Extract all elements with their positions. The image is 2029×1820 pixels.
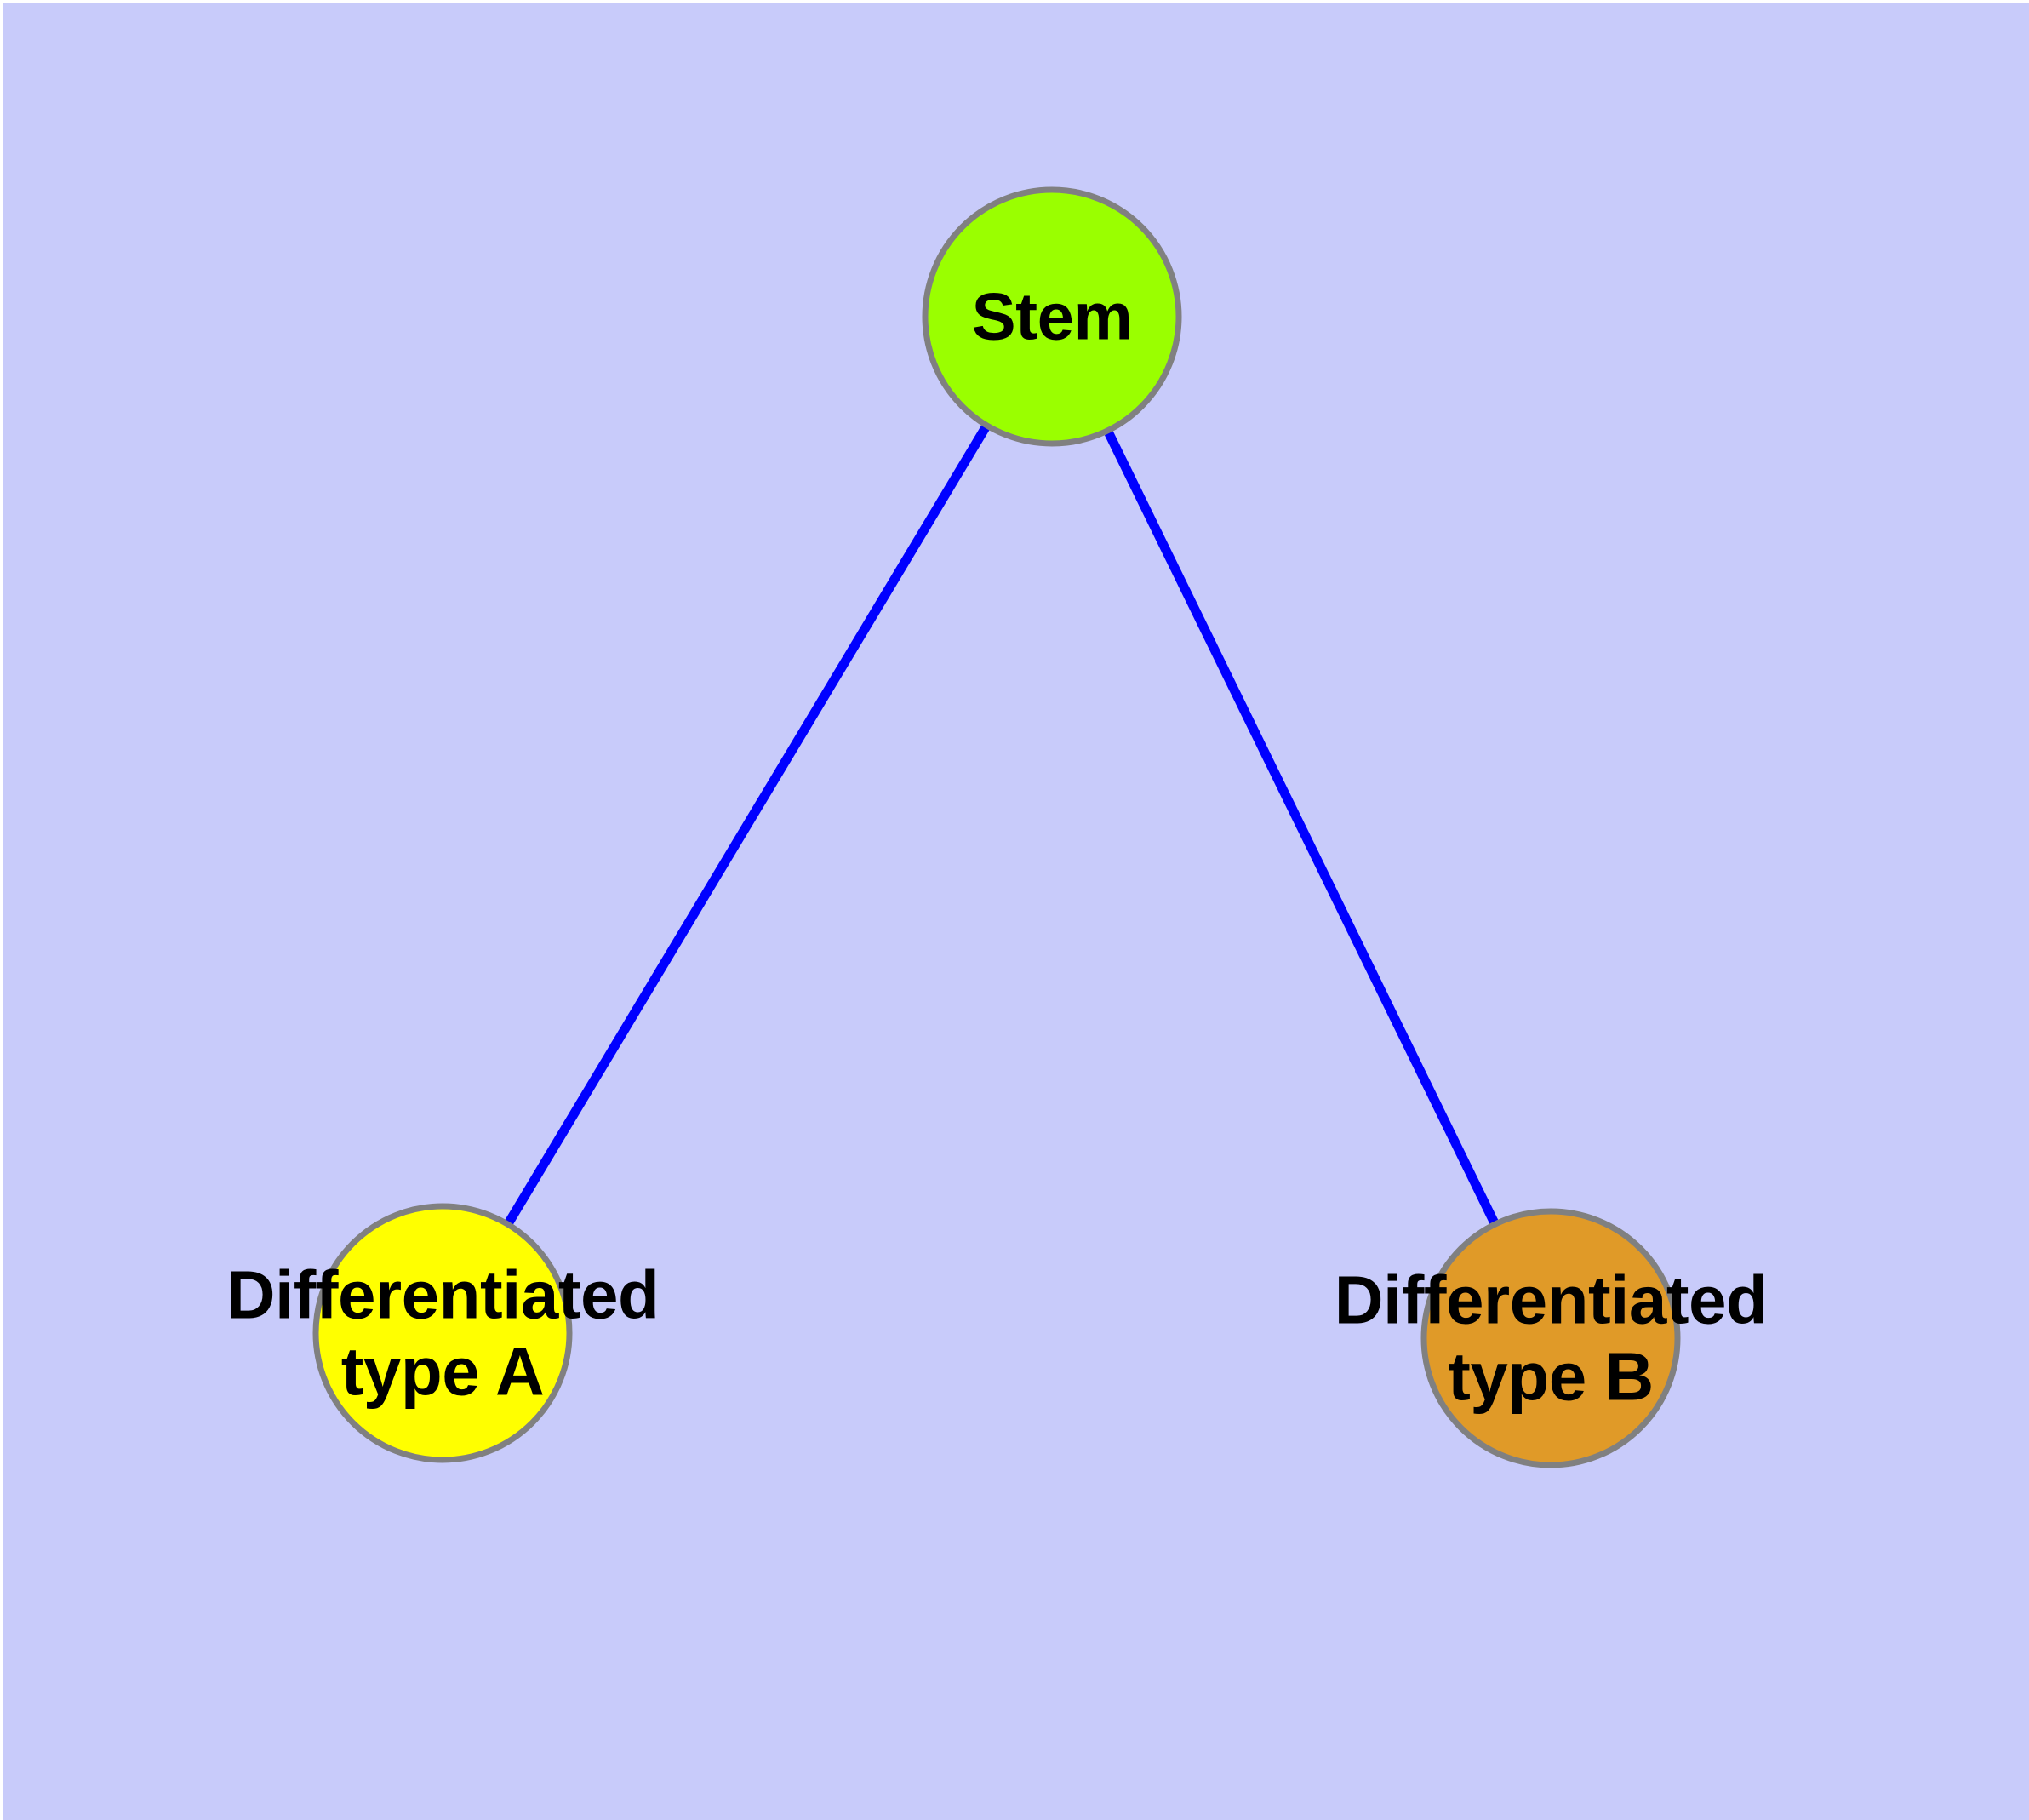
graph-edge [438,314,1056,1336]
graph-node-diff-a[interactable] [312,1203,573,1463]
graph-node-stem[interactable] [922,186,1182,447]
graph-node-diff-b[interactable] [1420,1208,1681,1468]
graph-edge [1048,314,1555,1341]
edge-layer [438,314,1555,1341]
node-layer [312,186,1681,1468]
